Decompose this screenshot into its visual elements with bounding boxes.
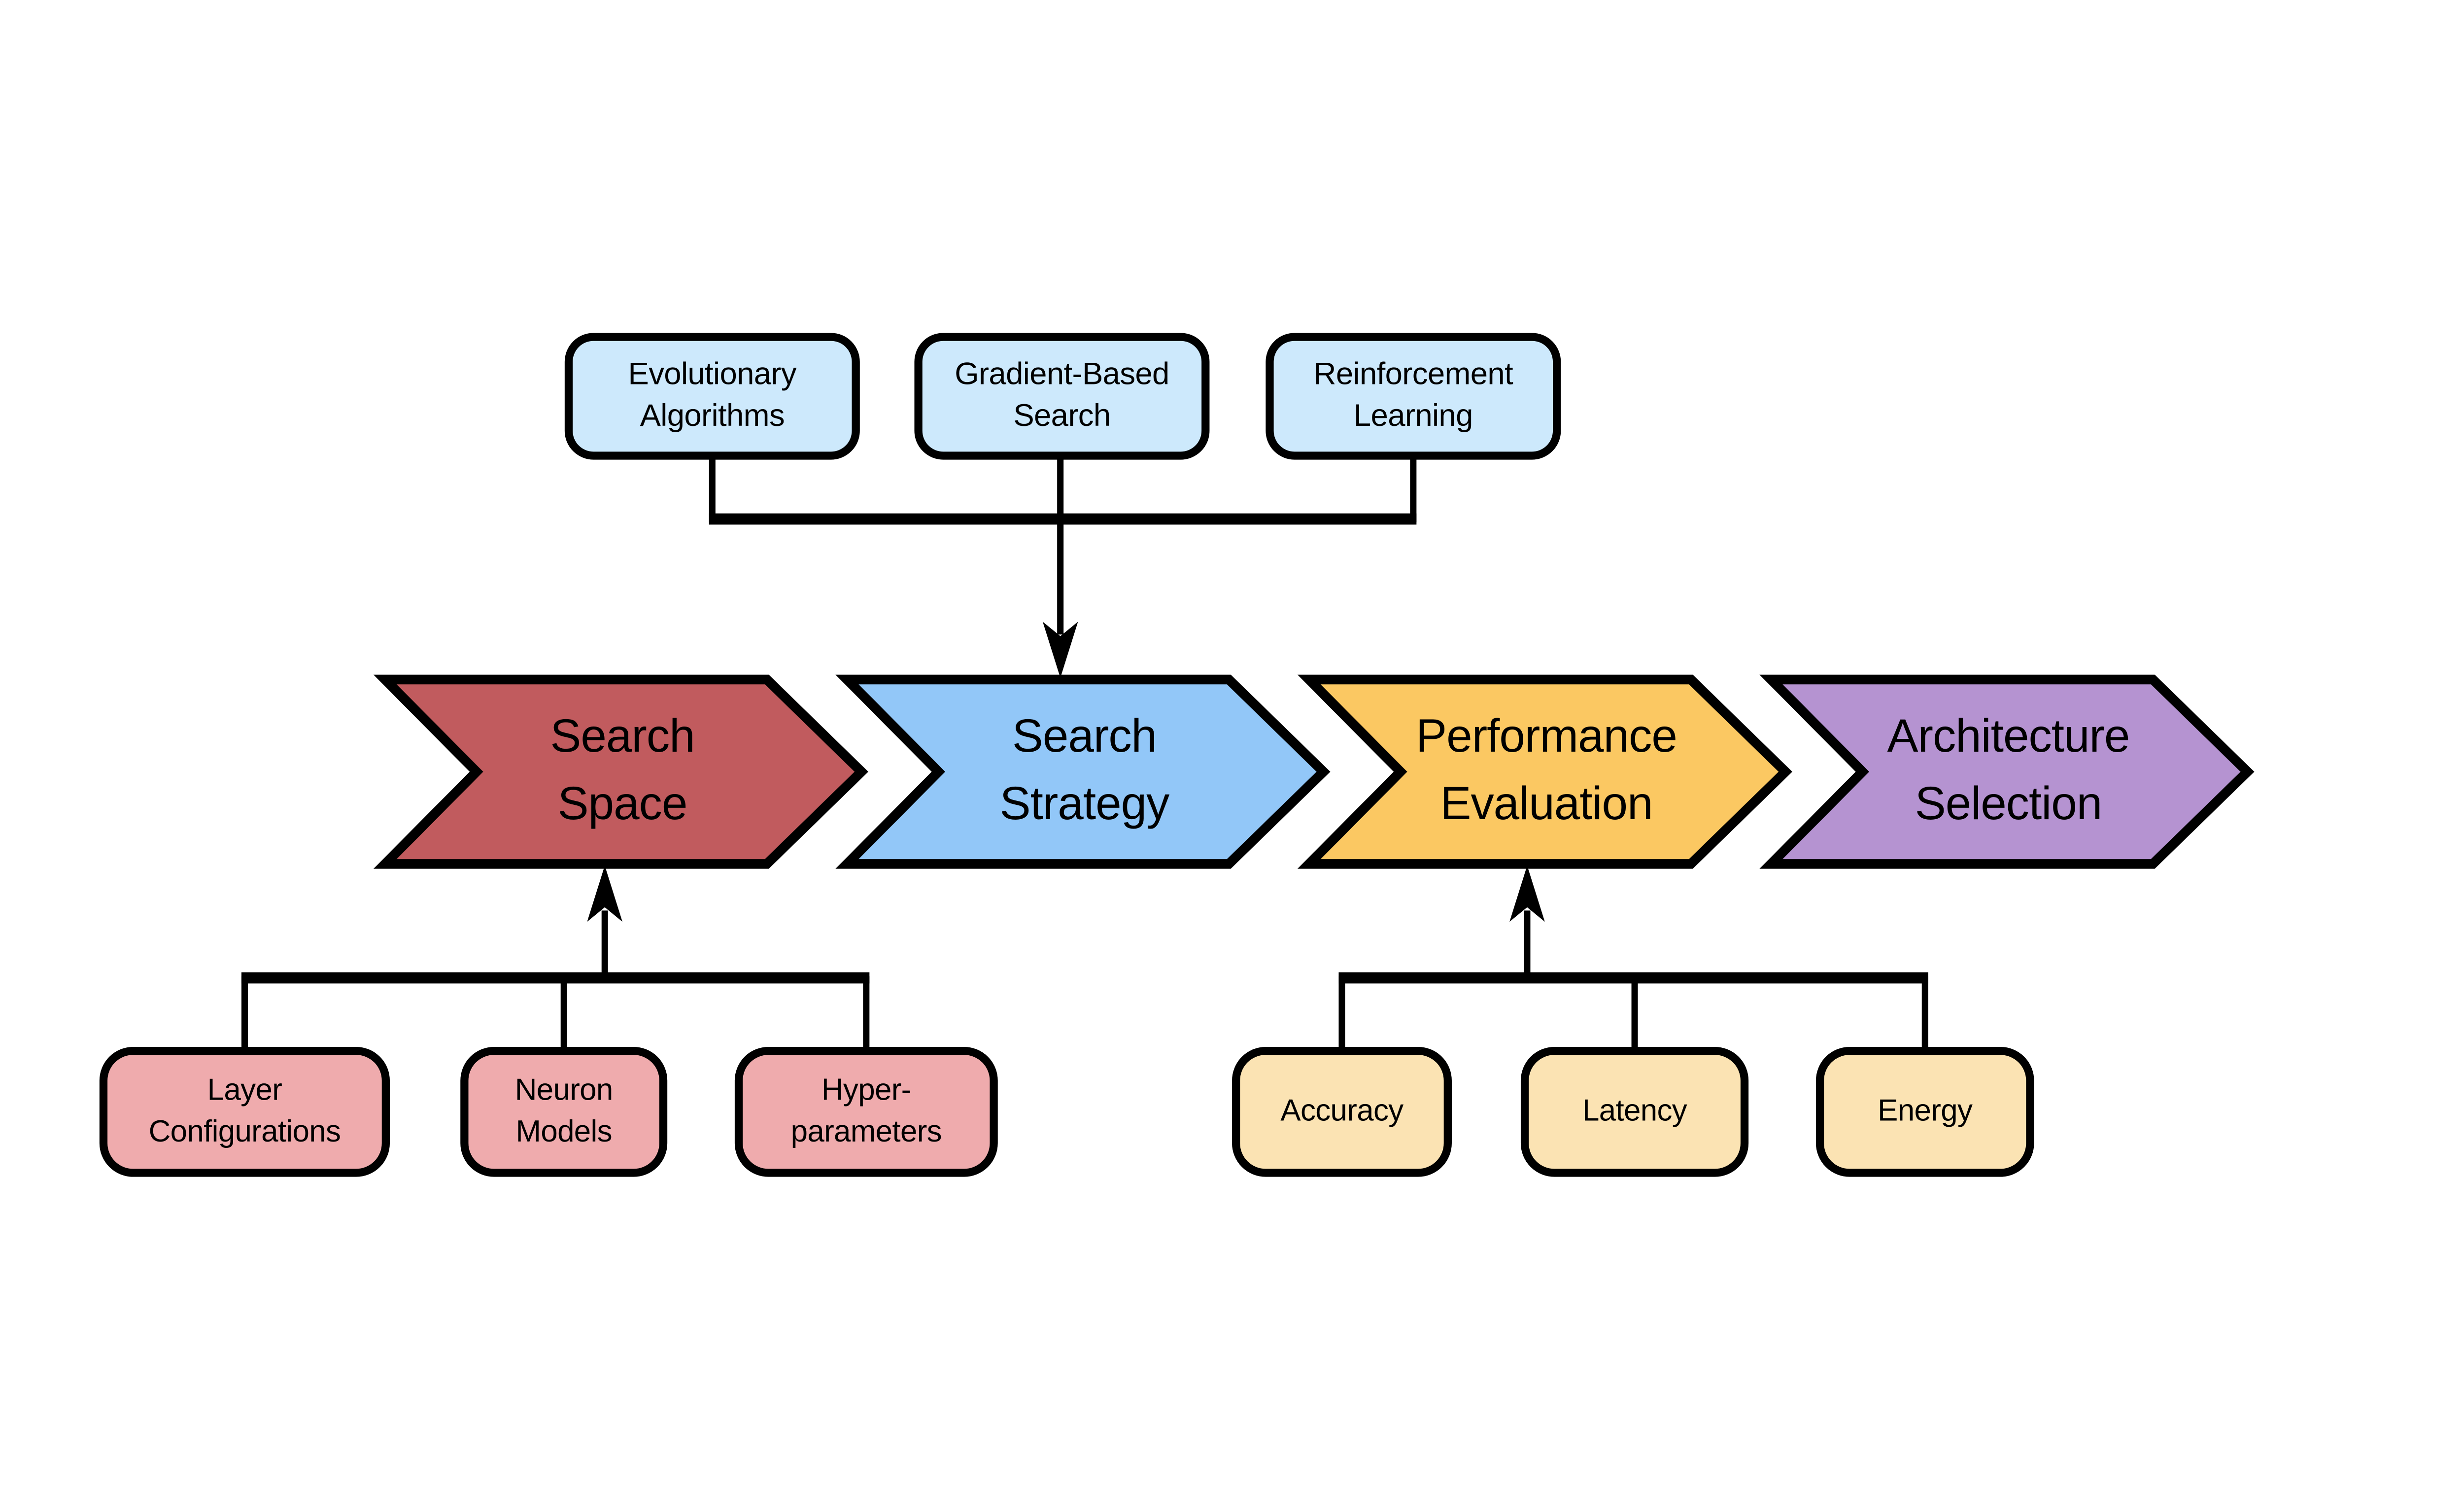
box-evolutionary-algorithms: Evolutionary Algorithms: [564, 333, 860, 460]
box-reinforcement-learning: Reinforcement Learning: [1266, 333, 1561, 460]
box-gradient-based-search: Gradient-Based Search: [914, 333, 1210, 460]
box-accuracy: Accuracy: [1232, 1047, 1452, 1177]
box-label: Layer Configurations: [148, 1074, 341, 1149]
search-space-connector: [241, 910, 870, 1050]
box-label: Hyper- parameters: [790, 1074, 942, 1149]
box-neuron-models: Neuron Models: [460, 1047, 668, 1177]
box-label: Accuracy: [1280, 1095, 1403, 1129]
evaluation-connector: [1338, 910, 1928, 1050]
chevron-architecture-selection: [1759, 674, 2255, 869]
box-layer-configurations: Layer Configurations: [99, 1047, 390, 1177]
strategies-connector: [709, 456, 1417, 635]
chevron-search-space: [373, 674, 869, 869]
chevron-performance-evaluation: [1297, 674, 1793, 869]
box-hyper-parameters: Hyper- parameters: [734, 1047, 998, 1177]
arrowhead-down-icon: [1042, 622, 1078, 678]
box-label: Gradient-Based Search: [955, 356, 1169, 433]
box-label: Energy: [1878, 1095, 1973, 1129]
diagram-artwork: [241, 456, 2255, 1050]
box-latency: Latency: [1520, 1047, 1749, 1177]
chevron-search-strategy: [835, 674, 1331, 869]
nas-pipeline-diagram: Search Space Search Strategy Performance…: [0, 198, 2464, 1291]
box-label: Neuron Models: [514, 1074, 614, 1149]
box-label: Reinforcement Learning: [1313, 356, 1513, 433]
arrowhead-up-icon: [587, 866, 623, 922]
arrowhead-up-icon: [1509, 866, 1545, 922]
box-label: Latency: [1582, 1095, 1687, 1129]
box-label: Evolutionary Algorithms: [628, 356, 797, 433]
box-energy: Energy: [1815, 1047, 2034, 1177]
